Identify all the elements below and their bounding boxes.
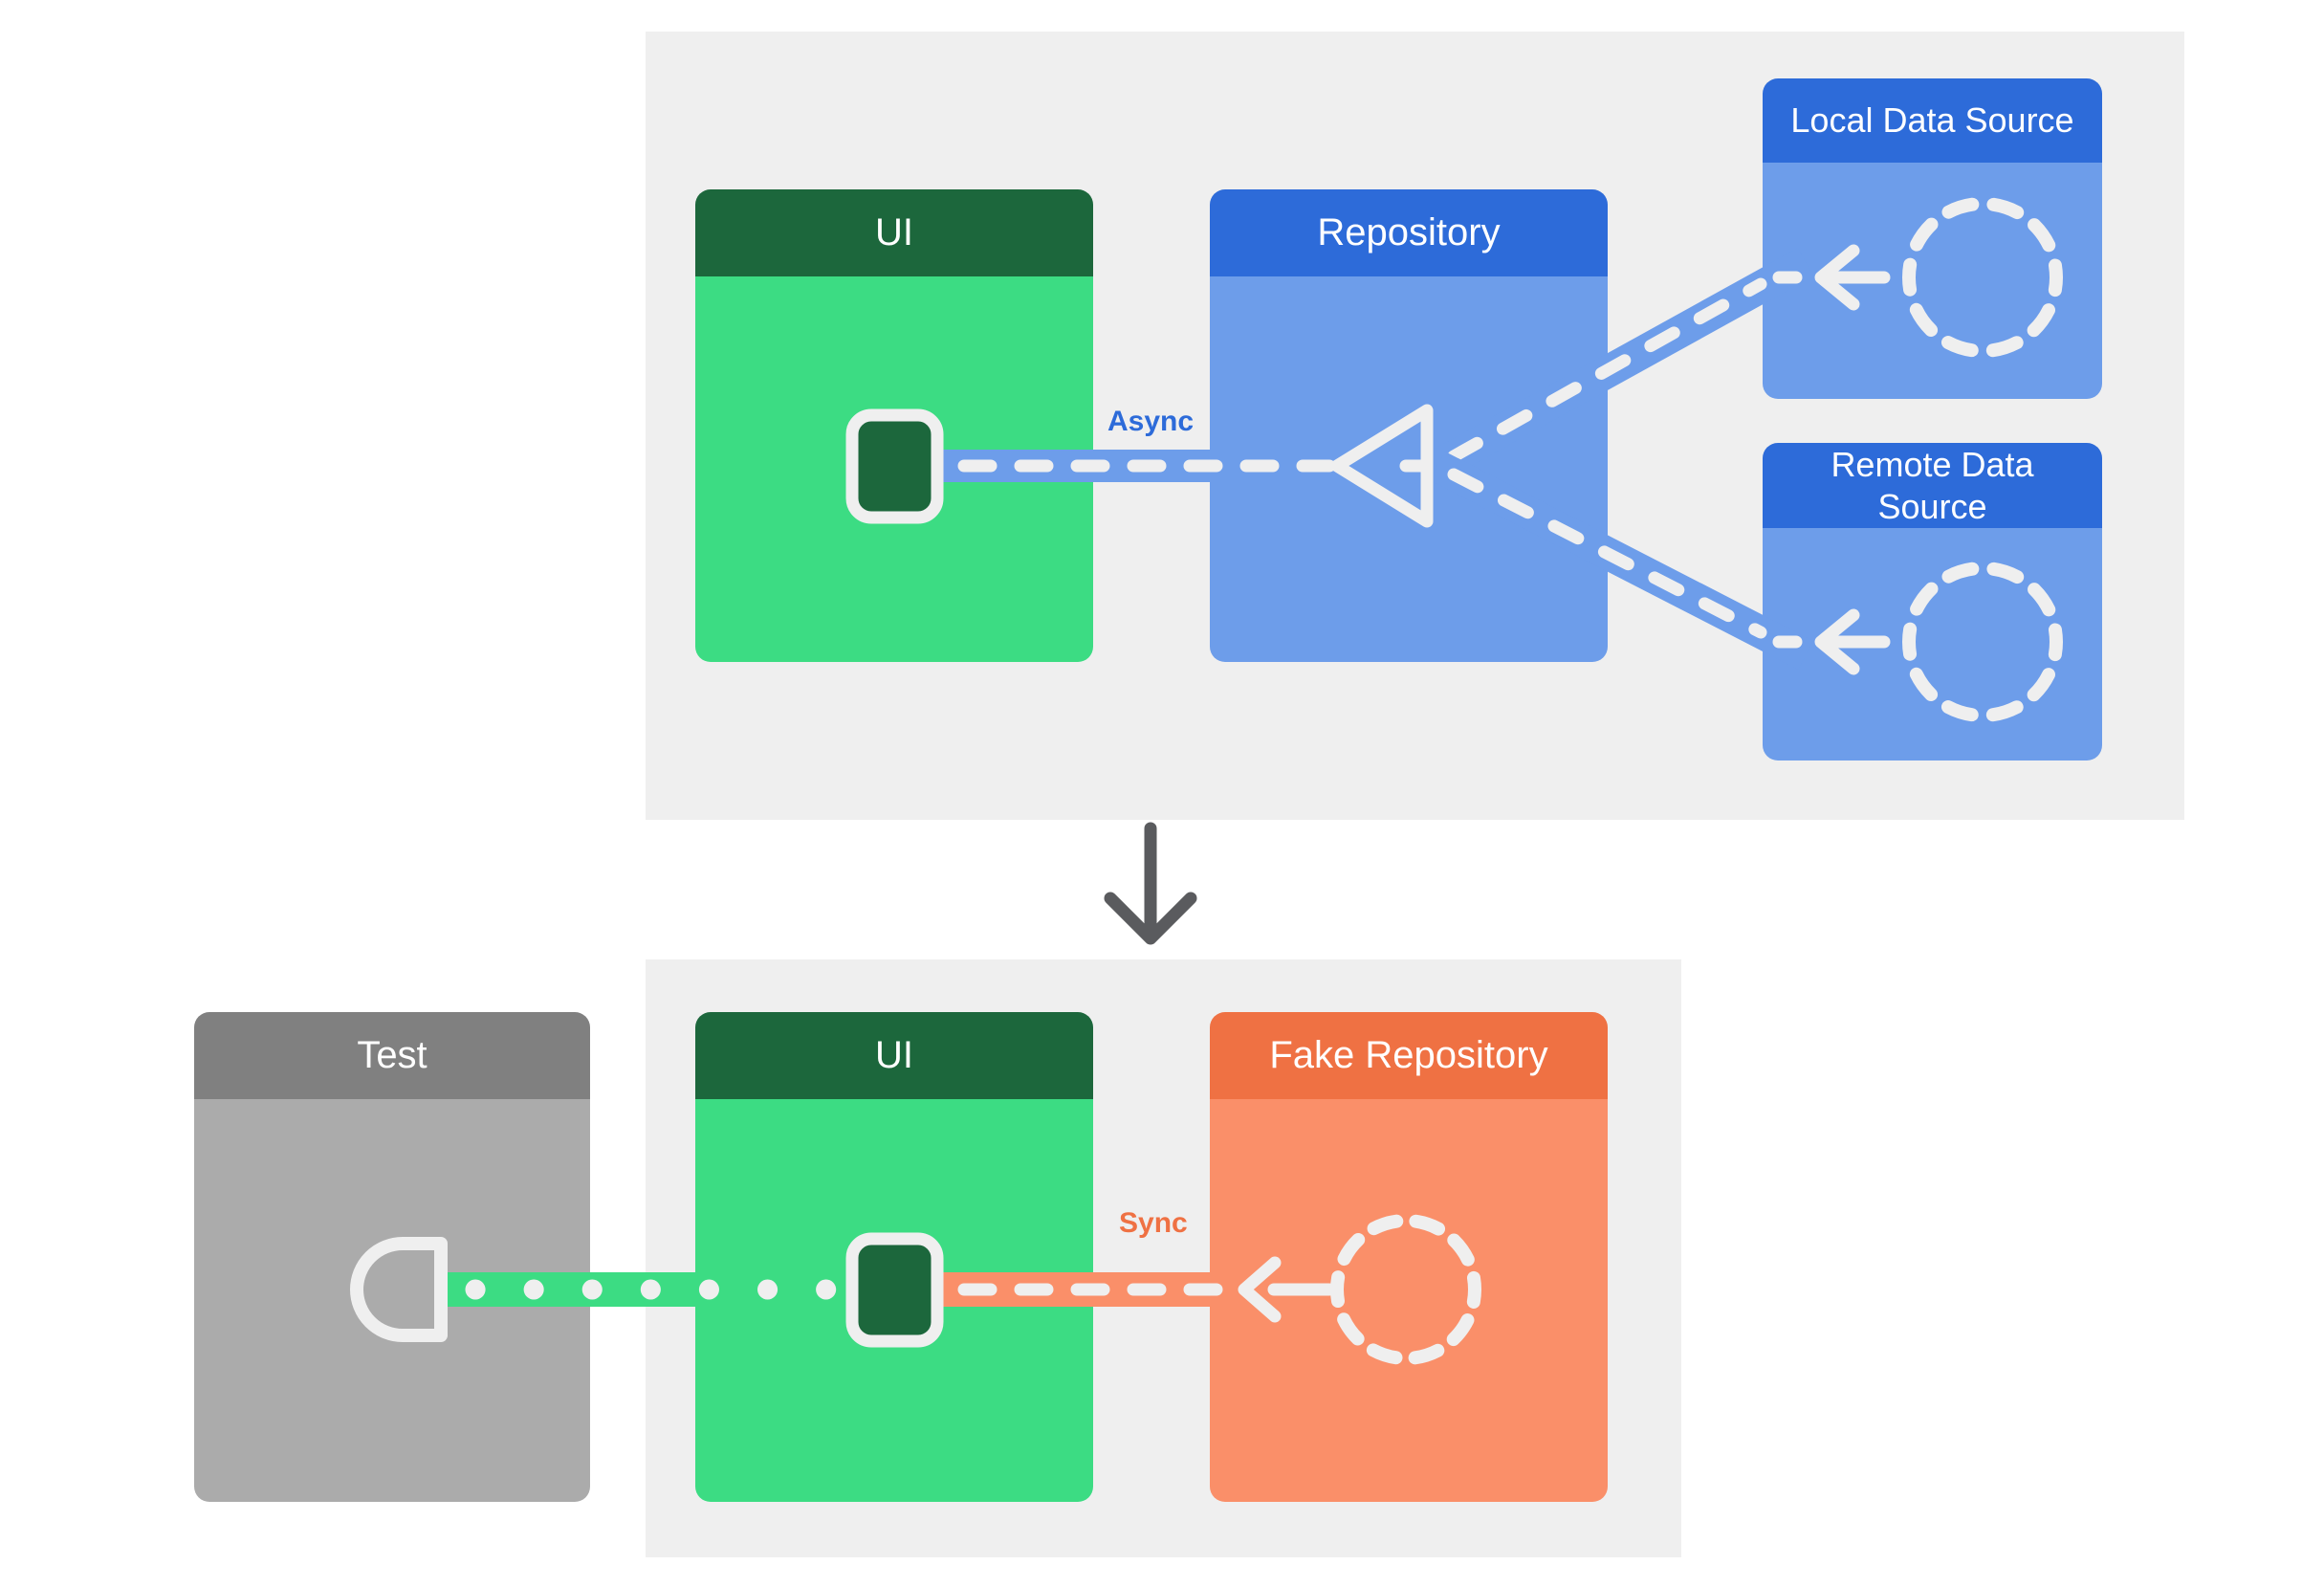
ui-box-top-body <box>695 276 1093 662</box>
remote-data-source-box: Remote Data Source <box>1763 443 2102 760</box>
test-box-body <box>194 1099 590 1502</box>
local-data-source-title: Local Data Source <box>1790 100 2074 140</box>
test-box-header: Test <box>194 1012 590 1099</box>
remote-data-source-header: Remote Data Source <box>1763 443 2102 528</box>
local-data-source-box: Local Data Source <box>1763 78 2102 399</box>
ui-box-bottom-title: UI <box>875 1034 913 1076</box>
test-box-title: Test <box>357 1034 428 1076</box>
local-data-source-header: Local Data Source <box>1763 78 2102 163</box>
repository-box: Repository <box>1210 189 1608 662</box>
fake-repository-body <box>1210 1099 1608 1502</box>
ui-box-top-title: UI <box>875 211 913 253</box>
remote-data-source-body <box>1763 528 2102 760</box>
repository-box-header: Repository <box>1210 189 1608 276</box>
ui-box-bottom: UI <box>695 1012 1093 1502</box>
repository-box-title: Repository <box>1317 211 1501 253</box>
repository-box-body <box>1210 276 1608 662</box>
ui-box-top-header: UI <box>695 189 1093 276</box>
test-box: Test <box>194 1012 590 1502</box>
remote-data-source-title: Remote Data Source <box>1831 444 2034 526</box>
ui-box-top: UI <box>695 189 1093 662</box>
fake-repository-title: Fake Repository <box>1269 1034 1548 1076</box>
ui-box-bottom-header: UI <box>695 1012 1093 1099</box>
arrow-down-icon <box>1104 892 1197 945</box>
sync-label: Sync <box>1119 1207 1188 1239</box>
local-data-source-body <box>1763 163 2102 399</box>
ui-box-bottom-body <box>695 1099 1093 1502</box>
async-label: Async <box>1107 406 1195 437</box>
fake-repository-header: Fake Repository <box>1210 1012 1608 1099</box>
fake-repository-box: Fake Repository <box>1210 1012 1608 1502</box>
